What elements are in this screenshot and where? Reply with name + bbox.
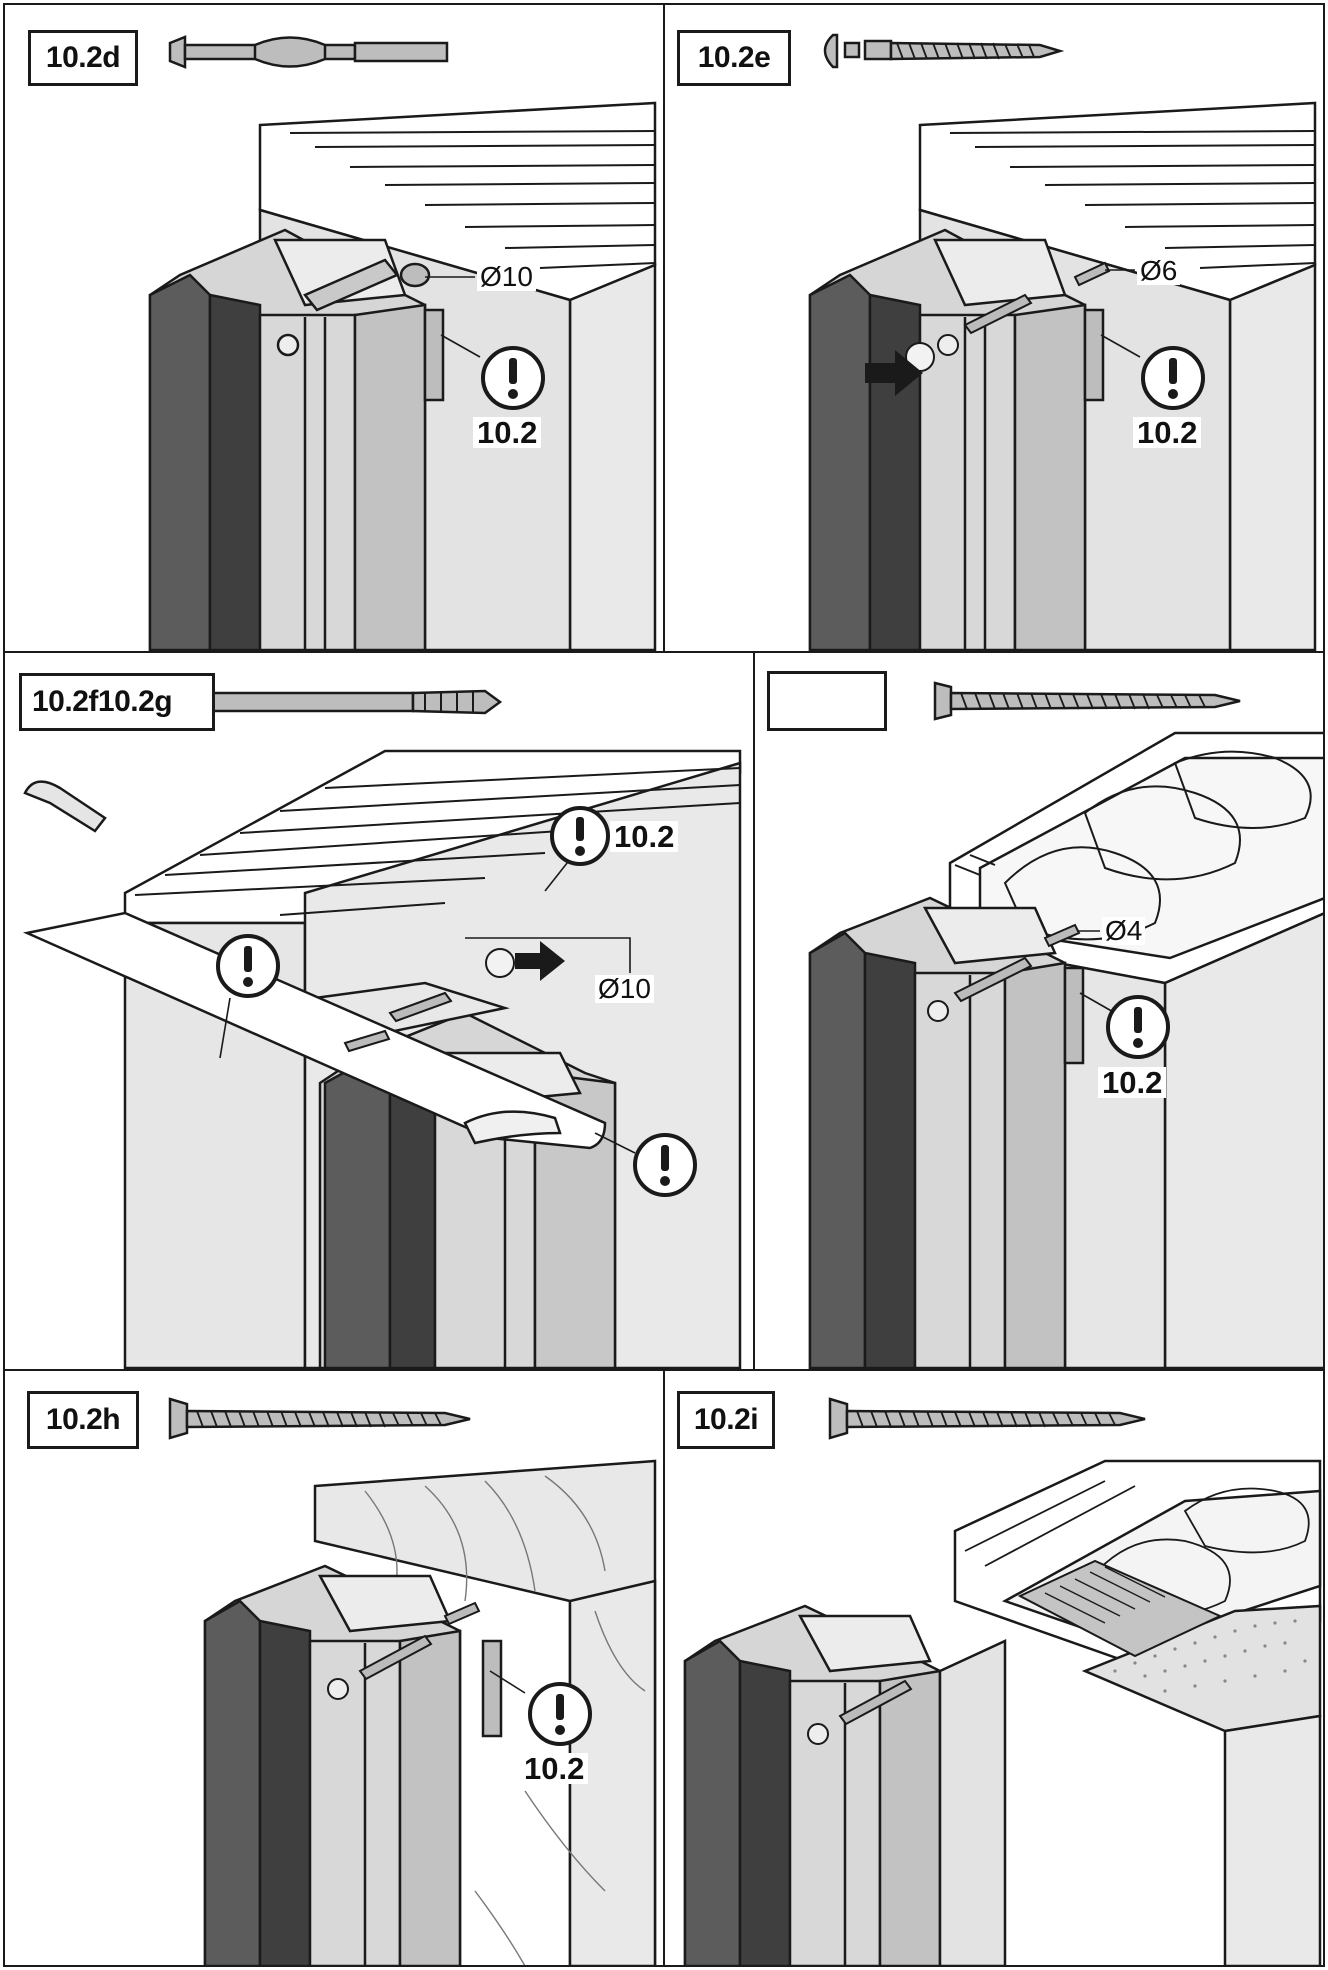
warning-reference: 10.2 xyxy=(520,1753,589,1784)
step-label: 10.2h xyxy=(27,1391,139,1449)
panel-10-2d-drawing xyxy=(148,35,657,651)
warning-reference: 10.2 xyxy=(473,417,542,448)
spacer-strip xyxy=(1017,1559,1223,1658)
panel-10-2e: 10.2e Ø6 10.2 xyxy=(663,3,1325,653)
panel-10-2f-10-2g: 10.2f10.2g 10.2 Ø10 xyxy=(3,651,755,1371)
screw-in-frame xyxy=(927,923,1081,1022)
exclamation-circle-icon xyxy=(550,806,610,866)
frame-anchor-bolt-icon xyxy=(168,35,449,69)
warning-reference: 10.2 xyxy=(610,821,679,852)
step-label: 10.2d xyxy=(28,30,138,86)
screw-icon xyxy=(933,681,1241,721)
panel-10-2i: 10.2i xyxy=(663,1369,1325,1967)
adjustment-bar xyxy=(22,780,607,1150)
diameter-note: Ø6 xyxy=(1137,257,1181,285)
door-frame-profile xyxy=(808,896,1085,1369)
panel-unlabeled-drawing xyxy=(808,681,1323,1369)
insulation-texture xyxy=(954,750,1312,941)
wall-texture-lines xyxy=(134,767,741,916)
anchor-in-frame xyxy=(276,258,431,357)
exclamation-circle-icon xyxy=(1141,346,1205,410)
warning-reference: 10.2 xyxy=(1098,1067,1167,1098)
step-label: 10.2e xyxy=(677,30,791,86)
composite-wall-block xyxy=(953,1459,1322,1965)
diameter-note: Ø10 xyxy=(477,263,536,291)
wall-texture-lines xyxy=(949,130,1316,269)
panel-10-2f-drawing xyxy=(22,679,742,1369)
panel-10-2i-drawing xyxy=(683,1397,1322,1965)
exclamation-circle-icon xyxy=(633,1133,697,1197)
warning-reference: 10.2 xyxy=(1133,417,1202,448)
screw-icon xyxy=(823,33,1065,69)
panel-10-2e-drawing xyxy=(808,33,1317,651)
screw-in-frame xyxy=(327,1601,481,1700)
diameter-note: Ø10 xyxy=(595,975,654,1003)
door-frame-profile xyxy=(808,228,1105,651)
screw-in-frame xyxy=(807,1679,913,1745)
screw-icon xyxy=(828,1397,1146,1440)
step-label xyxy=(767,671,887,731)
arrow-right-icon xyxy=(515,941,565,981)
screw-in-frame xyxy=(905,261,1111,372)
exclamation-circle-icon xyxy=(1106,995,1170,1059)
door-frame-profile xyxy=(203,1564,503,1965)
wood-grain xyxy=(364,1475,646,1965)
panel-10-2d: 10.2d Ø10 10.2 xyxy=(3,3,665,653)
exclamation-circle-icon xyxy=(528,1682,592,1746)
exclamation-circle-icon xyxy=(216,934,280,998)
screw-in-frame xyxy=(343,948,515,1053)
step-label: 10.2f10.2g xyxy=(19,673,215,731)
wall-plug-icon xyxy=(171,679,503,725)
wood-wall-block xyxy=(313,1459,657,1965)
foam-texture xyxy=(1113,1619,1307,1693)
panel-10-2h: 10.2h 10.2 xyxy=(3,1369,665,1967)
panel-10-2h-drawing xyxy=(168,1397,657,1965)
wall-texture-lines xyxy=(289,130,656,269)
step-label: 10.2i xyxy=(677,1391,775,1449)
door-frame-profile xyxy=(683,1604,1007,1965)
arrow-right-icon xyxy=(865,350,923,396)
panel-unlabeled: Ø4 10.2 xyxy=(753,651,1325,1371)
door-frame-profile xyxy=(148,228,445,651)
screw-icon xyxy=(168,1397,471,1440)
diameter-note: Ø4 xyxy=(1102,917,1146,945)
exclamation-circle-icon xyxy=(481,346,545,410)
